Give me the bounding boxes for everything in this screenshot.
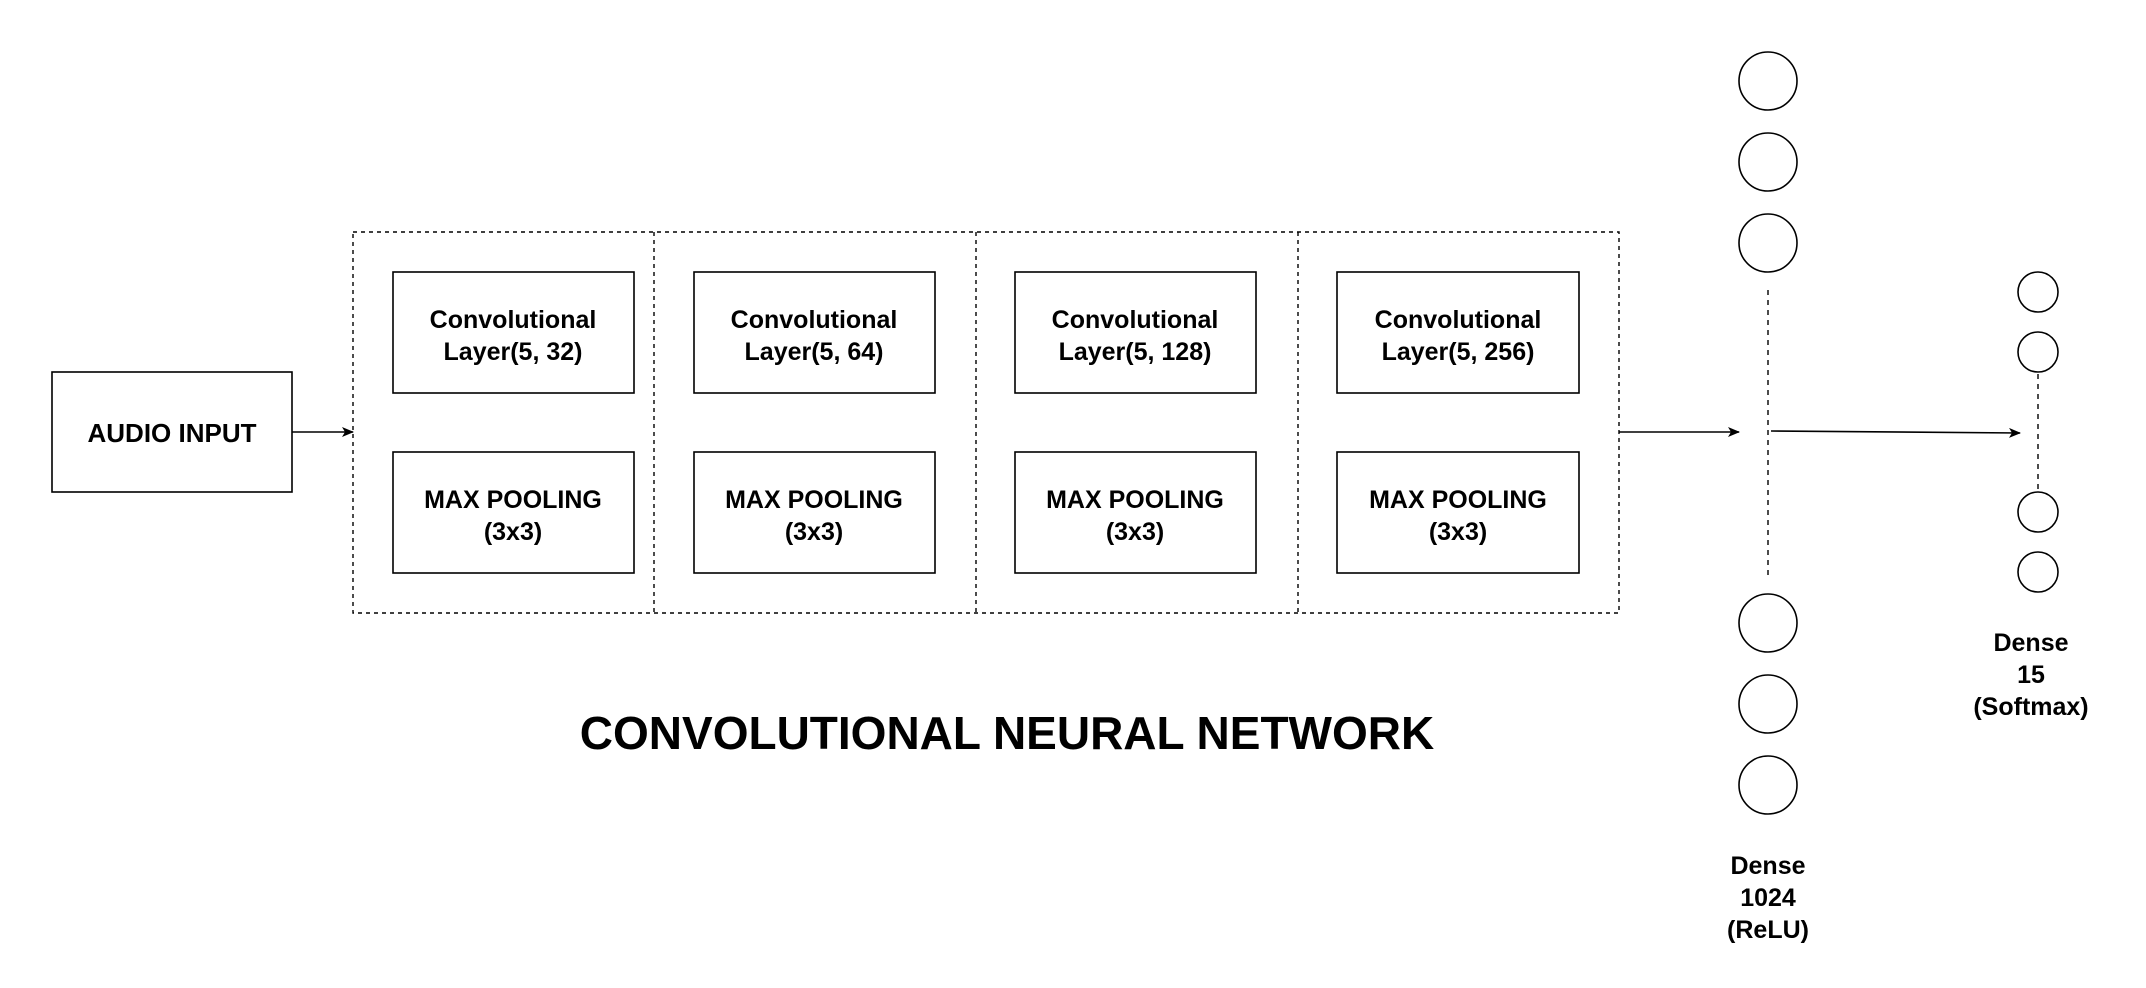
conv-layer-title: Convolutional [1052,306,1219,334]
dense-layer-15: Dense 15 (Softmax) [1973,271,2089,721]
conv-layer-params: Layer(5, 32) [444,338,583,366]
dense-1-name: Dense [1730,852,1805,880]
max-pooling-title: MAX POOLING [1046,486,1224,514]
dense-2-name: Dense [1993,629,2068,657]
neuron-node [2017,551,2059,593]
dense-layer-1024: Dense 1024 (ReLU) [1727,51,1809,944]
max-pooling-box [392,451,635,574]
neuron-node [1738,755,1798,815]
max-pooling-size: (3x3) [785,518,843,546]
conv-layer-params: Layer(5, 64) [745,338,884,366]
max-pooling-title: MAX POOLING [1369,486,1547,514]
neuron-node [2017,331,2059,373]
conv-layer-title: Convolutional [1375,306,1542,334]
dense-1-activation: (ReLU) [1727,916,1809,944]
dense-1-units: 1024 [1740,884,1796,912]
conv-layer-box [693,271,936,394]
neuron-node [2017,491,2059,533]
conv-stack-container [352,231,1620,614]
neuron-node [1738,674,1798,734]
neuron-node [1738,132,1798,192]
conv-layer-box [1014,271,1257,394]
conv-layer-box [392,271,635,394]
conv-layer-box [1336,271,1580,394]
dense-2-units: 15 [2017,661,2045,689]
max-pooling-box [1014,451,1257,574]
conv-block-2: Convolutional Layer(5, 64) MAX POOLING (… [693,271,936,574]
max-pooling-size: (3x3) [1106,518,1164,546]
conv-block-1: Convolutional Layer(5, 32) MAX POOLING (… [392,271,635,574]
diagram-caption: CONVOLUTIONAL NEURAL NETWORK [580,707,1434,759]
max-pooling-size: (3x3) [484,518,542,546]
conv-block-4: Convolutional Layer(5, 256) MAX POOLING … [1336,271,1580,574]
conv-block-3: Convolutional Layer(5, 128) MAX POOLING … [1014,271,1257,574]
max-pooling-box [693,451,936,574]
max-pooling-size: (3x3) [1429,518,1487,546]
conv-layer-title: Convolutional [430,306,597,334]
max-pooling-box [1336,451,1580,574]
neuron-node [2017,271,2059,313]
max-pooling-title: MAX POOLING [725,486,903,514]
max-pooling-title: MAX POOLING [424,486,602,514]
audio-input-label: AUDIO INPUT [88,418,257,448]
dense-2-activation: (Softmax) [1973,693,2088,721]
arrow-dense-to-dense [1770,427,2021,438]
neuron-node [1738,213,1798,273]
neuron-node [1738,51,1798,111]
neuron-node [1738,593,1798,653]
conv-layer-params: Layer(5, 256) [1382,338,1535,366]
conv-layer-title: Convolutional [731,306,898,334]
conv-layer-params: Layer(5, 128) [1059,338,1212,366]
